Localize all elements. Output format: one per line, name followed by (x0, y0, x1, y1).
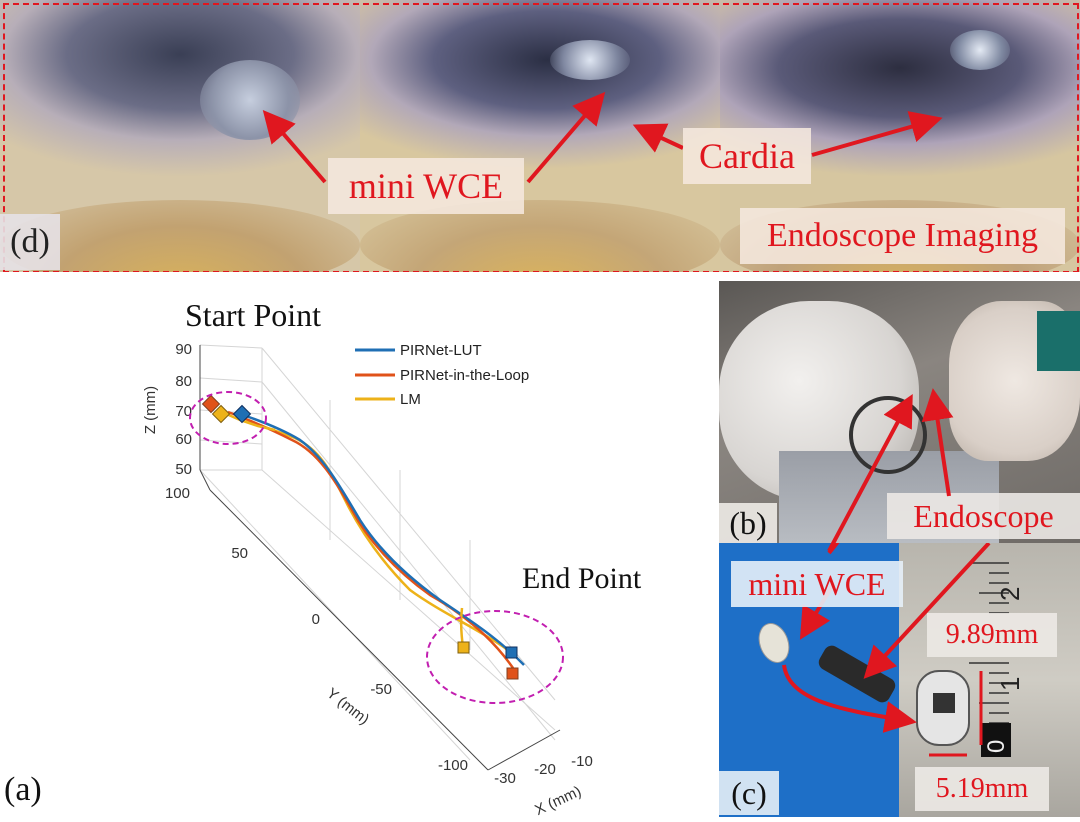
label-length: 9.89mm (927, 613, 1057, 657)
plot-legend: PIRNet-LUT PIRNet-in-the-Loop LM (355, 342, 529, 408)
endoscope-frame-1 (0, 0, 360, 272)
marker-end-lm (457, 641, 470, 654)
z-tick: 90 (175, 341, 192, 358)
end-point-ellipse (426, 610, 564, 704)
y-tick: 100 (165, 485, 190, 502)
arrow-cardia-2 (811, 111, 943, 157)
z-axis-label: Z (mm) (142, 386, 159, 434)
arrow-endoscope-b (921, 388, 954, 497)
label-cardia: Cardia (683, 128, 811, 184)
panel-letter-c: (c) (719, 771, 779, 815)
x-axis-label: X (mm) (532, 783, 584, 817)
capsule-chip (933, 693, 955, 713)
marker-end-pirnet-lut (505, 646, 518, 659)
x-tick: -20 (534, 761, 556, 778)
x-tick: -10 (571, 753, 593, 770)
arrow-endoscope-c (863, 543, 991, 679)
plot-axes (199, 345, 561, 771)
ruler-number: 0 (983, 740, 1010, 753)
y-tick: -100 (438, 757, 468, 774)
ruler-black-block (981, 723, 1011, 757)
z-tick: 70 (175, 403, 192, 420)
y-tick: -50 (370, 681, 392, 698)
arrow-mini-wce-2 (526, 91, 606, 184)
endoscope-imaging-strip: (d) mini WCE Cardia Endoscope Imaging (0, 0, 1080, 272)
legend-lm: LM (400, 391, 421, 408)
marker-start-pirnet-in-the-loop (201, 394, 221, 414)
endoscope-tip (818, 645, 896, 703)
x-tick: -30 (494, 770, 516, 787)
capsule-photo: 2 1 0 mini WCE 9.89mm 5.19mm (c) (719, 543, 1080, 817)
strip-arrows (262, 91, 943, 184)
ruler-number: 1 (995, 677, 1025, 691)
arrow-mini-wce-1 (262, 109, 327, 184)
ruler-ticks (969, 562, 1009, 734)
trajectory-plot: 90 80 70 60 50 Z (mm) 100 50 0 -50 -100 … (0, 280, 718, 819)
marker-start-lm (211, 404, 231, 424)
panel-letter-b: (b) (719, 503, 777, 543)
y-tick: 0 (312, 611, 320, 628)
trajectory-lm (239, 414, 513, 656)
y-tick: 50 (231, 545, 248, 562)
capsule-annotations: 2 1 0 (758, 543, 1025, 757)
y-axis-label: Y (mm) (323, 685, 372, 728)
arrow-mini-wce-b (827, 393, 913, 552)
panel-letter-a: (a) (4, 771, 42, 808)
z-tick: 60 (175, 431, 192, 448)
start-point-ellipse (189, 391, 267, 445)
arrow-to-capsule (782, 664, 917, 733)
label-endoscope-imaging: Endoscope Imaging (740, 208, 1065, 264)
end-point-label: End Point (522, 562, 642, 595)
x-tick-labels: -30 -20 -10 (494, 753, 593, 787)
trajectory-pirnet-lut (239, 412, 525, 666)
y-tick-labels: 100 50 0 -50 -100 (165, 485, 468, 774)
legend-pirnet-lut: PIRNet-LUT (400, 342, 482, 359)
start-point-label: Start Point (185, 297, 321, 333)
trajectory-plot-svg: 90 80 70 60 50 Z (mm) 100 50 0 -50 -100 … (4, 297, 642, 819)
trajectory-lm-start (221, 410, 276, 432)
panel-letter-d: (d) (0, 214, 60, 270)
mini-wce-on-cloth (758, 623, 790, 663)
marker-end-pirnet-in-the-loop (506, 667, 519, 680)
photo-b-arrows (827, 388, 954, 552)
ruler-number: 2 (995, 587, 1025, 601)
legend-pirnet-in-the-loop: PIRNet-in-the-Loop (400, 367, 529, 384)
label-endoscope: Endoscope (887, 493, 1080, 539)
label-mini-wce-c: mini WCE (731, 561, 903, 607)
z-tick-labels: 90 80 70 60 50 (175, 341, 192, 478)
label-mini-wce: mini WCE (328, 158, 524, 214)
z-tick: 50 (175, 461, 192, 478)
arrow-cardia-1 (632, 123, 684, 153)
surgical-gown (1037, 311, 1080, 371)
z-tick: 80 (175, 373, 192, 390)
label-width: 5.19mm (915, 767, 1049, 811)
marker-start-pirnet-lut (232, 404, 252, 424)
